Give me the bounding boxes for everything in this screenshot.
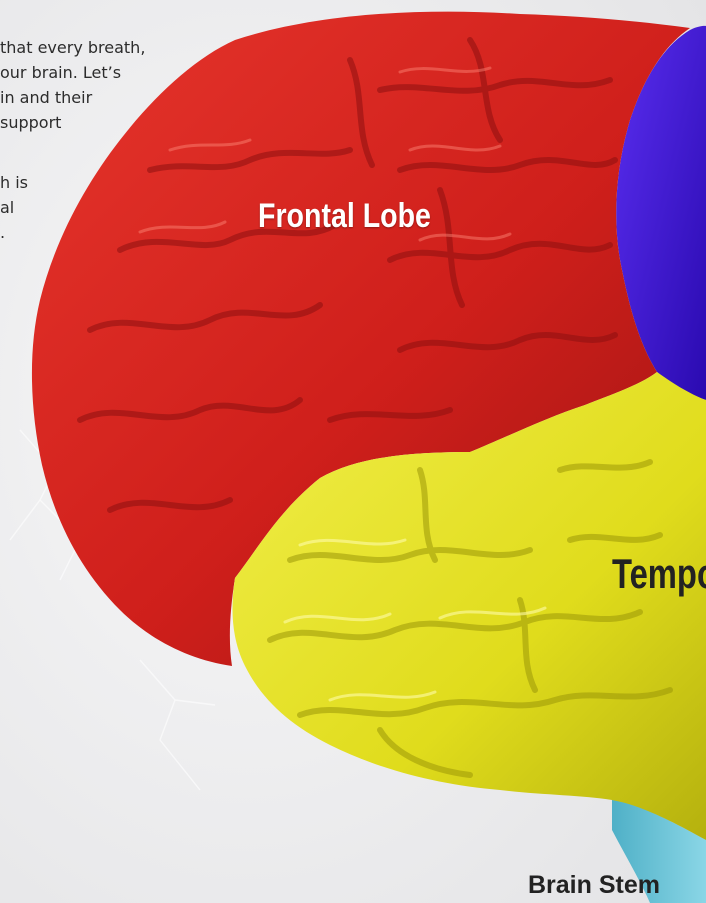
frontal-lobe-label: Frontal Lobe [258, 199, 431, 233]
intro-line: support [0, 113, 61, 133]
intro-line: our brain. Let’s [0, 63, 121, 83]
intro-line: h is [0, 173, 28, 193]
intro-line: al [0, 198, 14, 218]
brain-stem-label: Brain Stem [528, 873, 660, 898]
intro-line: . [0, 223, 5, 243]
intro-line: in and their [0, 88, 92, 108]
temporal-lobe-label: Tempo [612, 553, 706, 595]
intro-line: that every breath, [0, 38, 145, 58]
